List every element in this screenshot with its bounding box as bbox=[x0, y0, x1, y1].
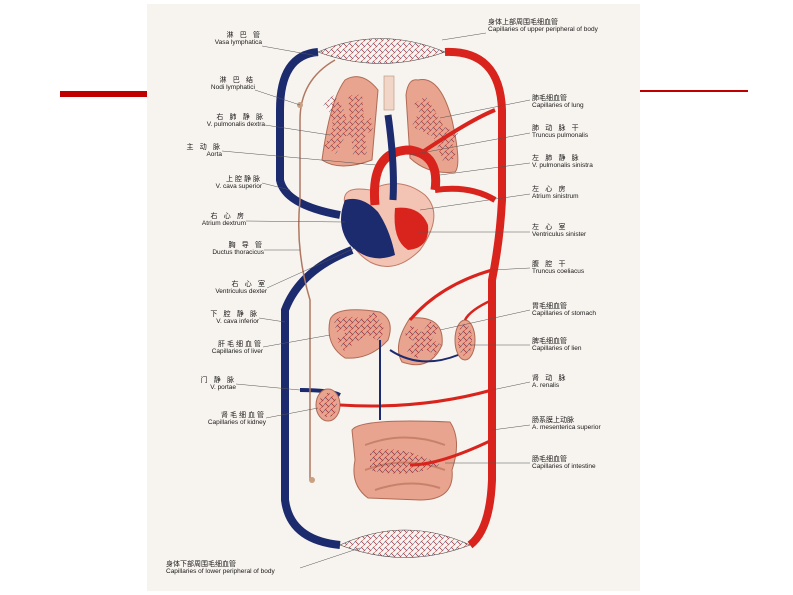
arterial-loop bbox=[444, 47, 506, 549]
lymph-node-lower bbox=[309, 477, 315, 483]
left-heart bbox=[394, 207, 429, 250]
trachea bbox=[383, 75, 395, 111]
right-accent-line bbox=[640, 90, 748, 92]
right-heart bbox=[341, 198, 395, 259]
lower-capillary-bed bbox=[339, 529, 471, 558]
lymph-vessel bbox=[298, 59, 336, 480]
left-accent-line bbox=[60, 91, 147, 97]
upper-capillary-bed bbox=[317, 38, 446, 64]
venous-loop bbox=[276, 48, 341, 219]
